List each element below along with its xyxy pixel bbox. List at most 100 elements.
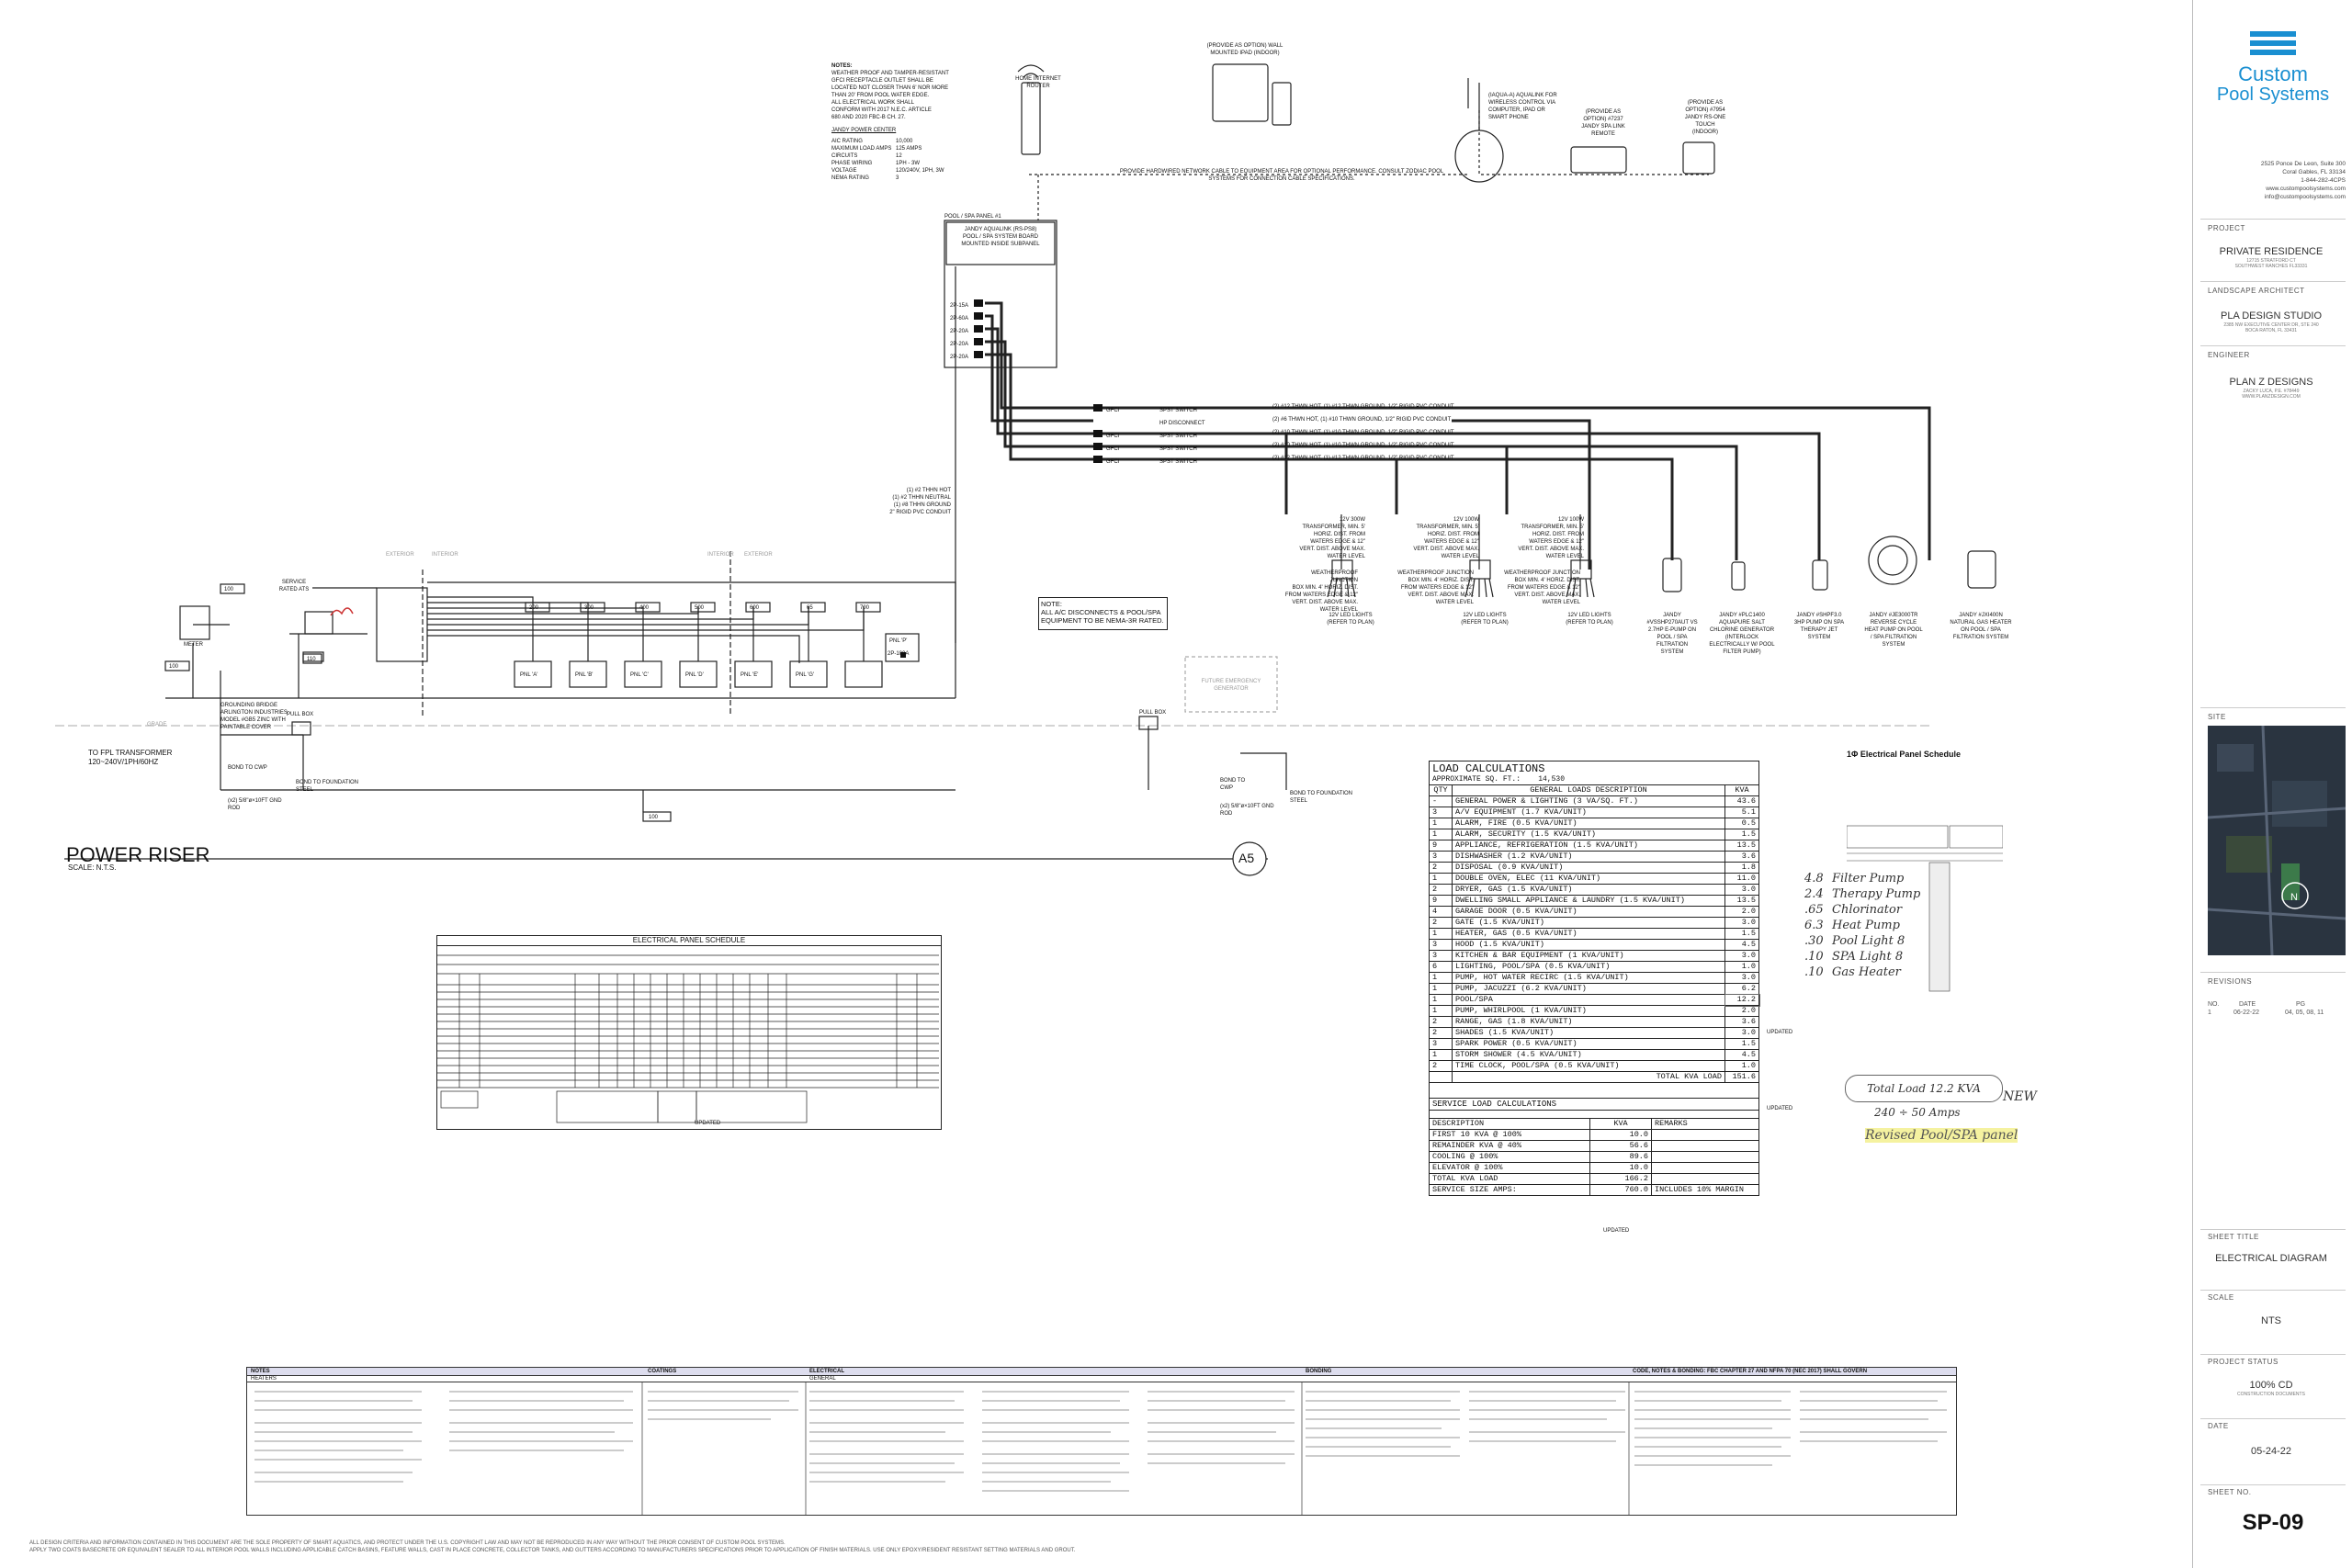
service-kva: 760.0 bbox=[1589, 1184, 1652, 1196]
load-qty: 2 bbox=[1429, 1027, 1453, 1039]
panel-a-label: PNL 'A' bbox=[520, 672, 538, 678]
load-qty: 3 bbox=[1429, 1038, 1453, 1050]
project-address-line: SOUTHWEST RANCHES FL33331 bbox=[2234, 264, 2308, 269]
load-description: GATE (1.5 KVA/UNIT) bbox=[1452, 917, 1725, 929]
fpl-spec: 120~240V/1PH/60HZ bbox=[88, 758, 159, 766]
load-calc-sqft: 14,530 bbox=[1538, 775, 1566, 784]
service-calc-row: FIRST 10 KVA @ 100%10.0 bbox=[1429, 1129, 1759, 1141]
notes-section-coatings: COATINGS bbox=[648, 1369, 677, 1374]
notes-section-notes: NOTES bbox=[251, 1369, 270, 1374]
load-kva: 5.1 bbox=[1724, 807, 1759, 818]
load-kva: 4.5 bbox=[1724, 1049, 1759, 1061]
landscape-label: LANDSCAPE ARCHITECT bbox=[2208, 287, 2305, 295]
sheet-no-label: SHEET NO. bbox=[2208, 1488, 2252, 1496]
load-description: ALARM, SECURITY (1.5 KVA/UNIT) bbox=[1452, 829, 1725, 840]
load-qty: 1 bbox=[1429, 818, 1453, 829]
total-updated: UPDATED bbox=[1767, 1106, 1793, 1111]
load-description: SHADES (1.5 KVA/UNIT) bbox=[1452, 1027, 1725, 1039]
handwritten-new: NEW bbox=[2003, 1089, 2037, 1104]
footer-sealer-note: APPLY TWO COATS BASECRETE OR EQUIVALENT … bbox=[29, 1548, 1076, 1553]
load-qty: 2 bbox=[1429, 862, 1453, 874]
pool-panel-title: JANDY AQUALINK (RS-PS8)POOL / SPA SYSTEM… bbox=[961, 227, 1040, 247]
company-name-line2: Pool Systems bbox=[2216, 85, 2330, 105]
wiring-diagram bbox=[55, 63, 1996, 876]
notes-section-code: CODE, NOTES & BONDING: FBC CHAPTER 27 AN… bbox=[1633, 1369, 1868, 1374]
service-description: FIRST 10 KVA @ 100% bbox=[1429, 1129, 1590, 1141]
load-description: DOUBLE OVEN, ELEC (11 KVA/UNIT) bbox=[1452, 873, 1725, 885]
title-block: Custom Pool Systems 2525 Ponce De Leon, … bbox=[2192, 0, 2352, 1568]
load-description: LIGHTING, POOL/SPA (0.5 KVA/UNIT) bbox=[1452, 961, 1725, 973]
light-3-led: 12V LED LIGHTS(REFER TO PLAN) bbox=[1566, 613, 1613, 626]
rev-header-no: NO. bbox=[2208, 1001, 2220, 1008]
load-qty: 3 bbox=[1429, 950, 1453, 962]
load-qty: 1 bbox=[1429, 1049, 1453, 1061]
project-status-label: PROJECT STATUS bbox=[2208, 1358, 2278, 1366]
service-remarks bbox=[1651, 1151, 1759, 1163]
revisions-label: REVISIONS bbox=[2208, 977, 2253, 986]
project-label: PROJECT bbox=[2208, 224, 2245, 232]
interior-label-1: INTERIOR bbox=[432, 552, 458, 558]
meter-label: METER bbox=[184, 642, 203, 648]
load-description: RANGE, GAS (1.8 KVA/UNIT) bbox=[1452, 1016, 1725, 1028]
service-remarks: INCLUDES 10% MARGIN bbox=[1651, 1184, 1759, 1196]
load-description: SPARK POWER (0.5 KVA/UNIT) bbox=[1452, 1038, 1725, 1050]
load-description: DISHWASHER (1.2 KVA/UNIT) bbox=[1452, 851, 1725, 863]
company-name-line1: Custom bbox=[2238, 62, 2308, 85]
sheet-number: SP-09 bbox=[2242, 1510, 2304, 1535]
service-updated: UPDATED bbox=[1603, 1228, 1630, 1234]
notes-section-bonding: BONDING bbox=[1306, 1369, 1332, 1374]
project-status: 100% CD bbox=[2249, 1380, 2293, 1391]
load-kva: 0.5 bbox=[1724, 818, 1759, 829]
engineer-name: PLAN Z DESIGNS bbox=[2229, 377, 2313, 388]
panel-tag: 65 bbox=[807, 605, 813, 611]
load-description: PUMP, HOT WATER RECIRC (1.5 KVA/UNIT) bbox=[1452, 972, 1725, 984]
notes-section-electrical: ELECTRICAL bbox=[809, 1369, 844, 1374]
service-kva: 10.0 bbox=[1589, 1162, 1652, 1174]
service-calc-title: SERVICE LOAD CALCULATIONS bbox=[1429, 1099, 1759, 1111]
notes-subsection-general: GENERAL bbox=[809, 1376, 836, 1382]
load-kva: 3.6 bbox=[1724, 1016, 1759, 1028]
service-calc-row: REMAINDER KVA @ 40%56.6 bbox=[1429, 1140, 1759, 1152]
load-description: STORM SHOWER (4.5 KVA/UNIT) bbox=[1452, 1049, 1725, 1061]
future-generator-label: FUTURE EMERGENCY GENERATOR bbox=[1201, 679, 1261, 692]
conduit-runs: (2) #12 THWN HOT, (1) #12 THWN GROUND, 1… bbox=[1272, 404, 1454, 461]
load-qty: 1 bbox=[1429, 1005, 1453, 1017]
panel-tag: 110 bbox=[307, 657, 316, 662]
service-remarks bbox=[1651, 1162, 1759, 1174]
load-calc-row: -GENERAL POWER & LIGHTING (3 VA/SQ. FT.)… bbox=[1429, 795, 1759, 807]
bond-foundation-right: BOND TO FOUNDATION STEEL bbox=[1290, 791, 1353, 804]
load-kva: 13.5 bbox=[1724, 895, 1759, 907]
load-description: GENERAL POWER & LIGHTING (3 VA/SQ. FT.) bbox=[1452, 795, 1725, 807]
project-address-line: 12715 STRATFORD CT bbox=[2246, 258, 2296, 264]
ats-label: SERVICE RATED ATS bbox=[278, 580, 310, 592]
load-qty: - bbox=[1429, 795, 1453, 807]
load-qty: 9 bbox=[1429, 895, 1453, 907]
panel-tag: 100 bbox=[649, 815, 659, 820]
project-status-sub: CONSTRUCTION DOCUMENTS bbox=[2237, 1392, 2305, 1397]
bottom-notes: NOTES COATINGS ELECTRICAL BONDING CODE, … bbox=[246, 1367, 1957, 1516]
pull-box-right: PULL BOX bbox=[1139, 710, 1167, 716]
power-riser-title: POWER RISER bbox=[66, 843, 210, 866]
service-description: ELEVATOR @ 100% bbox=[1429, 1162, 1590, 1174]
company-logo-icon bbox=[2250, 31, 2296, 55]
panel-tag: 600 bbox=[750, 605, 760, 611]
rev-pages: 04, 05, 08, 11 bbox=[2285, 1010, 2324, 1016]
rev-date: 06-22-22 bbox=[2233, 1010, 2260, 1016]
load-calc-total-label: TOTAL KVA LOAD bbox=[1452, 1071, 1725, 1083]
panel-tag: 200 bbox=[529, 605, 539, 611]
detail-callout: A5 bbox=[1238, 851, 1255, 865]
